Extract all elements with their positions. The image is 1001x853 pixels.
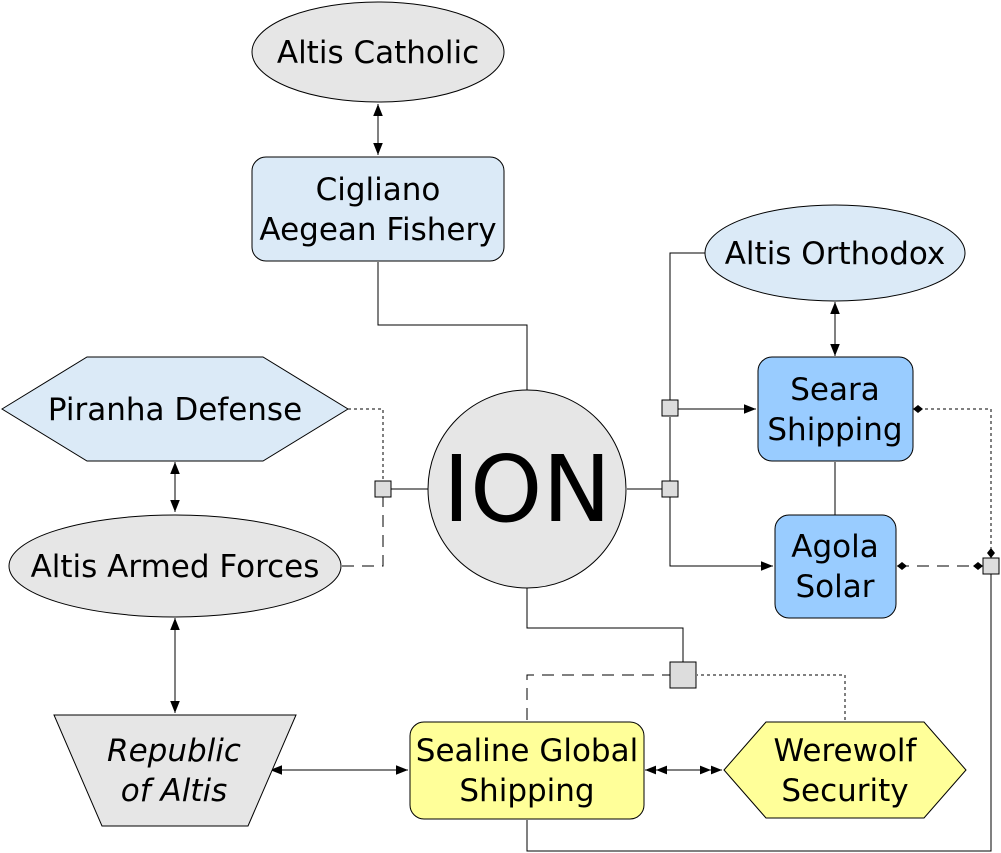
node-ion-label: ION (443, 436, 611, 543)
node-ion-shape (427, 389, 627, 589)
label-line: Sealine Global (416, 733, 638, 769)
node-altis-catholic-shape (251, 1, 505, 103)
label-line: Republic (107, 733, 241, 769)
node-sealine-shape (409, 721, 645, 820)
label-line: Cigliano (316, 172, 441, 208)
edge-right-trunk (669, 252, 705, 400)
junction-right-top (661, 399, 679, 417)
node-altis-catholic: Altis Catholic (251, 1, 505, 103)
junction-left (374, 480, 392, 498)
edge-armed-junction (342, 497, 384, 567)
label-line: Aegean Fishery (259, 212, 496, 248)
node-ion: ION (427, 389, 627, 589)
node-agola-shape (774, 514, 897, 619)
label-line: of Altis (121, 773, 227, 809)
node-werewolf-shape (723, 721, 967, 819)
edges (170, 104, 995, 852)
node-republic-of-altis: Republic of Altis (53, 714, 297, 827)
node-cigliano-shape (251, 156, 505, 262)
label-line: Altis Armed Forces (31, 549, 320, 585)
node-armed-forces-label: Altis Armed Forces (31, 549, 320, 585)
junctions (374, 399, 1000, 689)
node-republic-shape (53, 714, 297, 827)
edge-seara-far-junction (913, 405, 995, 558)
node-altis-orthodox-label: Altis Orthodox (725, 236, 946, 272)
node-altis-catholic-label: Altis Catholic (277, 35, 479, 71)
edge-far-junction-sealine (526, 574, 992, 852)
edge-sealine-bottom-junction (526, 674, 670, 720)
node-republic-label: Republic of Altis (107, 733, 241, 809)
label-line: Altis Catholic (277, 35, 479, 71)
node-armed-forces-shape (8, 514, 342, 618)
label-line: Piranha Defense (48, 392, 302, 428)
node-altis-orthodox-shape (704, 204, 966, 302)
label-line: Security (781, 773, 908, 809)
node-altis-orthodox: Altis Orthodox (704, 204, 966, 302)
label-line: Seara (790, 372, 880, 408)
edge-piranha-junction (348, 408, 384, 481)
label-line: Shipping (459, 773, 594, 809)
label-line: Altis Orthodox (725, 236, 946, 272)
node-piranha-label: Piranha Defense (48, 392, 302, 428)
label-line: Solar (796, 569, 875, 605)
edge-trunk-agola (669, 497, 773, 571)
label-line: Werewolf (774, 733, 918, 769)
node-piranha-shape (1, 356, 349, 462)
node-seara-shape (757, 356, 914, 462)
junction-bottom (669, 661, 697, 689)
label-line: ION (443, 436, 611, 543)
edge-ion-bottom-junction (526, 588, 684, 662)
junction-right-mid (661, 480, 679, 498)
edge-werewolf-bottom-junction (697, 674, 846, 720)
junction-far-right (982, 557, 1000, 575)
node-piranha-defense: Piranha Defense (1, 356, 349, 462)
node-altis-armed-forces: Altis Armed Forces (8, 514, 342, 618)
edge-cigliano-ion (377, 262, 528, 392)
label-line: Agola (791, 529, 878, 565)
label-line: Shipping (767, 412, 902, 448)
